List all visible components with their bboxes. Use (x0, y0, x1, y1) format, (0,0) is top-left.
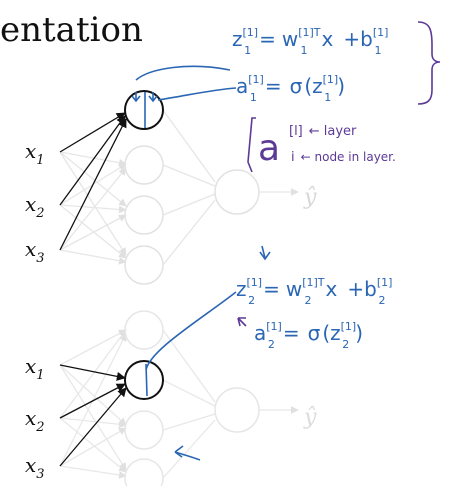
notation-a: a (258, 128, 280, 169)
bottom-purple-arrow (237, 317, 247, 327)
top-faint-nodes (124, 145, 260, 285)
top-network: ŷ x1 x2 x3 (25, 21, 441, 285)
top-inputs: x1 x2 x3 (25, 139, 45, 266)
notation-layer: [l]← layer (289, 124, 357, 139)
bottom-input-x3: x3 (25, 453, 45, 482)
top-faint-edges (59, 109, 299, 266)
top-input-x3: x3 (25, 237, 45, 266)
slide-title-fragment: entation (0, 10, 143, 50)
bottom-output-yhat: ŷ (303, 405, 317, 430)
notation-node: i← node in layer. (291, 150, 396, 165)
top-active-edges (59, 112, 127, 251)
bottom-faint-edges (59, 329, 299, 479)
top-blue-annotations (131, 65, 237, 128)
top-input-x2: x2 (25, 192, 45, 221)
notation-bracket (247, 117, 256, 173)
bottom-a-equation: a[1]2=σ(z[1]2) (254, 320, 363, 351)
bottom-active-edges (59, 364, 127, 467)
bottom-input-x2: x2 (25, 406, 45, 435)
top-a-equation: a[1]1=σ(z[1]1) (236, 73, 345, 104)
equation-brace (417, 21, 441, 105)
top-input-x1: x1 (25, 139, 45, 168)
top-output-yhat: ŷ (303, 185, 317, 210)
bottom-highlighted-node (124, 360, 164, 400)
bottom-blue-annotations (145, 245, 271, 461)
bottom-faint-nodes (124, 310, 260, 486)
bottom-input-x1: x1 (25, 354, 45, 383)
bottom-inputs: x1 x2 x3 (25, 354, 45, 482)
notation-note: a [l]← layer i← node in layer. (247, 117, 396, 173)
